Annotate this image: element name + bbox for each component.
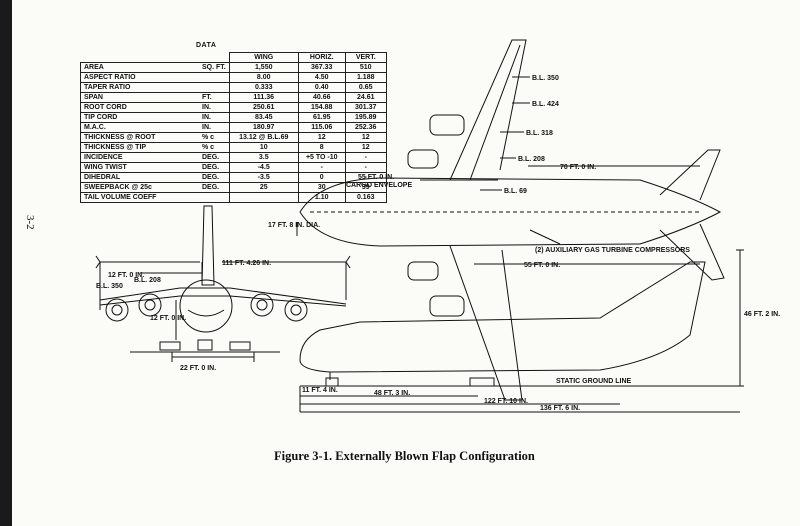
side-ground-label: STATIC GROUND LINE xyxy=(556,378,632,385)
side-view xyxy=(299,249,744,413)
plan-bl318: B.L. 318 xyxy=(526,130,553,137)
side-122ft-dim: 122 FT. 10 IN. xyxy=(484,398,528,405)
front-12ft-dim: 12 FT. 0 IN. xyxy=(108,272,144,279)
data-table-title: DATA xyxy=(196,42,217,49)
plan-dia-dim: 17 FT. 8 IN. DIA. xyxy=(268,222,320,229)
front-height-dim: 12 FT. 0 IN. xyxy=(150,315,186,322)
figure-caption: Figure 3-1. Externally Blown Flap Config… xyxy=(274,449,535,463)
plan-bl424: B.L. 424 xyxy=(532,101,559,108)
plan-bl208: B.L. 208 xyxy=(518,156,545,163)
cell-vert: 0.163 xyxy=(344,192,387,203)
front-track-dim: 22 FT. 0 IN. xyxy=(180,365,216,372)
cell-label: TAIL VOLUME COEFF xyxy=(80,192,199,203)
plan-view xyxy=(296,39,725,401)
plan-55ft-dim: 55 FT. 0 IN. xyxy=(524,262,560,269)
plan-cargo-label: CARGO ENVELOPE xyxy=(346,182,412,189)
plan-bl350: B.L. 350 xyxy=(532,75,559,82)
data-table-header: WING HORIZ. VERT. xyxy=(81,52,387,63)
plan-aux-label: (2) AUXILIARY GAS TURBINE COMPRESSORS xyxy=(535,247,690,254)
front-view xyxy=(95,205,351,362)
side-136ft-dim: 136 FT. 6 IN. xyxy=(540,405,580,412)
plan-cargo-dim: 55 FT. 0 IN. xyxy=(358,174,394,181)
plan-tail-dim: 70 FT. 0 IN. xyxy=(560,164,596,171)
side-48ft-dim: 48 FT. 3 IN. xyxy=(374,390,410,397)
plan-bl69: B.L. 69 xyxy=(504,188,527,195)
front-bl208: B.L. 208 xyxy=(134,277,161,284)
front-span-dim: 111 FT. 4.26 IN. xyxy=(222,260,271,267)
page-edge xyxy=(0,0,12,526)
side-height-dim: 46 FT. 2 IN. xyxy=(744,311,780,318)
cell-unit xyxy=(199,192,230,203)
front-bl350: B.L. 350 xyxy=(96,283,123,290)
side-ground-dim: 11 FT. 4 IN. xyxy=(302,387,338,394)
